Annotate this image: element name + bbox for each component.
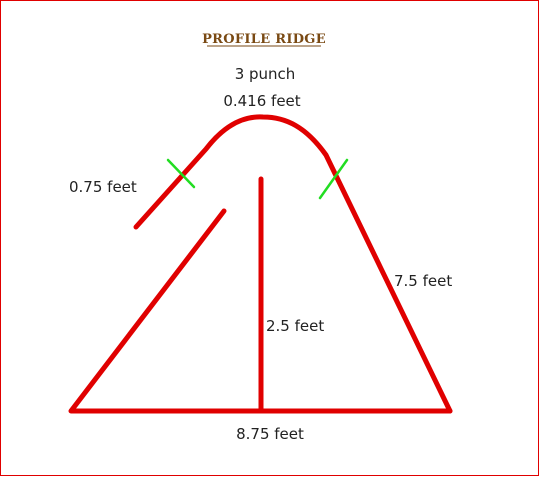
left-seam-tick (166, 158, 196, 189)
base-and-left-side (68, 208, 453, 414)
right-seam-tick (318, 158, 349, 200)
punch-label: 3 punch (235, 65, 296, 83)
left-flange-label: 0.75 feet (69, 178, 137, 196)
diagram-title: PROFILE RIDGE (202, 32, 326, 47)
left-flange-and-ridge-arc (133, 114, 453, 414)
right-side-label: 7.5 feet (394, 272, 452, 290)
center-height-label: 2.5 feet (266, 317, 324, 335)
base-length-label: 8.75 feet (236, 425, 304, 443)
arc-length-label: 0.416 feet (223, 92, 300, 110)
